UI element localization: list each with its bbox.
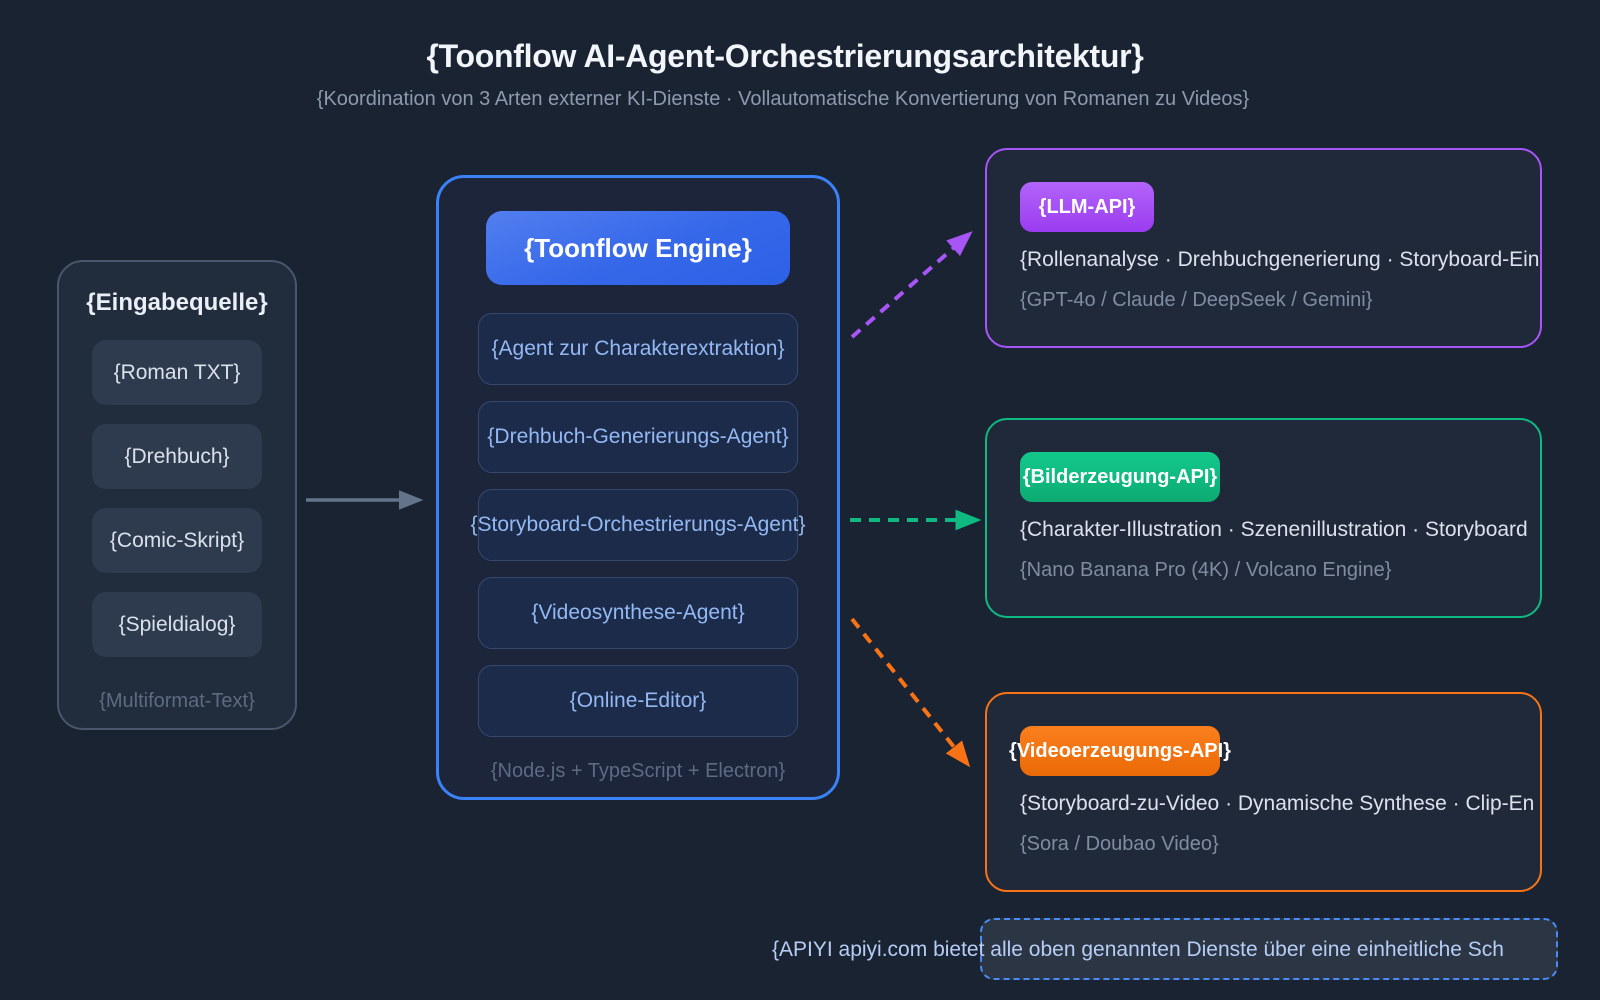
engine-panel-footer: {Node.js + TypeScript + Electron} xyxy=(490,760,786,782)
llm-api-description: {Rollenanalyse · Drehbuchgenerierung · S… xyxy=(1020,248,1540,271)
agent-online-editor: {Online-Editor} xyxy=(478,665,798,737)
input-item-roman-txt: {Roman TXT} xyxy=(92,340,262,405)
video-generation-api-description: {Storyboard-zu-Video · Dynamische Synthe… xyxy=(1020,792,1535,815)
apiyi-banner-box xyxy=(980,918,1558,980)
video-generation-api-providers: {Sora / Doubao Video} xyxy=(1020,833,1219,855)
input-item-spieldialog: {Spieldialog} xyxy=(92,592,262,657)
agent-video-synthesis: {Videosynthese-Agent} xyxy=(478,577,798,649)
image-generation-api-description: {Charakter-Illustration · Szenenillustra… xyxy=(1020,518,1528,541)
llm-api-providers: {GPT-4o / Claude / DeepSeek / Gemini} xyxy=(1020,289,1373,311)
llm-api-badge: {LLM-API} xyxy=(1020,182,1154,232)
agent-storyboard-orchestration: {Storyboard-Orchestrierungs-Agent} xyxy=(471,489,806,561)
image-generation-api-card: {Bilderzeugung-API} {Charakter-Illustrat… xyxy=(985,418,1542,618)
apiyi-banner-text: {APIYI apiyi.com bietet alle oben genann… xyxy=(772,938,1504,961)
input-item-comic-skript: {Comic-Skript} xyxy=(92,508,262,573)
page-title: {Toonflow AI-Agent-Orchestrierungsarchit… xyxy=(426,38,1144,74)
agent-script-generation: {Drehbuch-Generierungs-Agent} xyxy=(478,401,798,473)
engine-panel: {Toonflow Engine} {Agent zur Charakterex… xyxy=(436,175,840,800)
page-subtitle: {Koordination von 3 Arten externer KI-Di… xyxy=(316,88,1250,110)
image-generation-api-badge: {Bilderzeugung-API} xyxy=(1020,452,1220,502)
input-source-panel: {Eingabequelle} {Roman TXT} {Drehbuch} {… xyxy=(57,260,297,730)
agent-character-extraction: {Agent zur Charakterextraktion} xyxy=(478,313,798,385)
llm-api-card: {LLM-API} {Rollenanalyse · Drehbuchgener… xyxy=(985,148,1542,348)
engine-to-llm-arrow xyxy=(850,231,973,339)
input-item-drehbuch: {Drehbuch} xyxy=(92,424,262,489)
image-generation-api-providers: {Nano Banana Pro (4K) / Volcano Engine} xyxy=(1020,559,1392,581)
engine-to-video-arrow xyxy=(850,617,971,768)
video-generation-api-card: {Videoerzeugungs-API} {Storyboard-zu-Vid… xyxy=(985,692,1542,892)
input-panel-footer: {Multiformat-Text} xyxy=(99,690,255,712)
video-generation-api-badge: {Videoerzeugungs-API} xyxy=(1009,726,1231,776)
engine-title-badge: {Toonflow Engine} xyxy=(486,211,790,285)
input-panel-title: {Eingabequelle} xyxy=(86,289,268,316)
